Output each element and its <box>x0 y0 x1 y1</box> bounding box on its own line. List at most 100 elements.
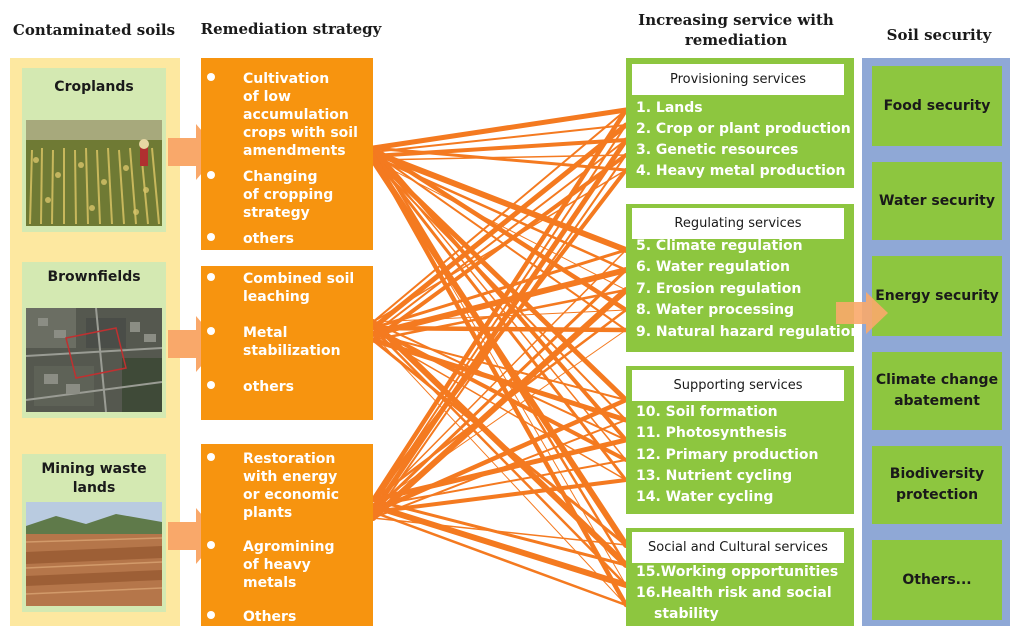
connection-line <box>370 337 629 423</box>
service-item: 1. Lands <box>636 100 703 116</box>
bullet-icon <box>207 541 215 549</box>
bullet-icon <box>207 381 215 389</box>
strategy-line: strategy <box>243 205 310 221</box>
strategy-text: Agromining of heavy metals <box>243 538 369 592</box>
strategy-line: of heavy <box>243 557 311 573</box>
bullet-icon <box>207 273 215 281</box>
header-soil-security: Soil security <box>886 26 992 44</box>
cropland-photo <box>26 120 162 226</box>
connection-line <box>372 333 627 401</box>
security-label: Water security <box>879 191 995 212</box>
connection-line <box>372 419 627 519</box>
security-label: Climate change abatement <box>876 370 998 412</box>
strategy-line: others <box>243 379 295 395</box>
connection-line <box>372 151 627 461</box>
service-title: Regulating services <box>632 208 844 239</box>
strategy-line: plants <box>243 505 293 521</box>
connection-line <box>371 146 628 567</box>
strategy-line: Restoration <box>243 451 336 467</box>
bullet-icon <box>207 327 215 335</box>
strategy-line: of low <box>243 89 291 105</box>
connection-line <box>372 154 627 519</box>
connection-line <box>370 149 629 253</box>
strategy-text: Cultivation of low accumulation crops wi… <box>243 70 369 160</box>
strategy-line: accumulation <box>243 107 349 123</box>
strategy-line: Others <box>243 609 297 625</box>
strategy-box-croplands: Cultivation of low accumulation crops wi… <box>201 58 373 250</box>
security-box-food: Food security <box>872 66 1002 146</box>
connection-line <box>370 157 629 548</box>
strategy-line: Combined soil <box>243 271 355 287</box>
connection-line <box>370 397 629 515</box>
strategy-line: or economic <box>243 487 340 503</box>
connection-line <box>370 153 629 608</box>
security-label: Others... <box>902 570 971 591</box>
soil-label-mining-waste-lands: Mining waste lands <box>22 460 166 498</box>
security-box-others: Others... <box>872 540 1002 620</box>
connection-line <box>372 139 627 335</box>
aerial-photo <box>26 308 162 412</box>
bullet-icon <box>207 453 215 461</box>
connection-line <box>371 146 628 172</box>
service-item: 13. Nutrient cycling <box>636 468 793 484</box>
connection-line <box>371 338 628 547</box>
mining-photo <box>26 502 162 606</box>
connection-line <box>372 159 627 291</box>
connection-line <box>371 154 628 272</box>
strategy-line: with energy <box>243 469 338 485</box>
strategy-box-brownfields: Combined soil leaching Metal stabilizati… <box>201 266 373 420</box>
service-item: 2. Crop or plant production <box>636 121 851 137</box>
connection-line <box>372 154 627 161</box>
connection-line <box>371 510 628 607</box>
soil-label-croplands: Croplands <box>54 79 134 95</box>
strategy-line: leaching <box>243 289 310 305</box>
service-item: 11. Photosynthesis <box>636 425 787 441</box>
bullet-icon <box>207 73 215 81</box>
connection-line <box>372 517 627 546</box>
connection-line <box>371 154 628 482</box>
strategy-line: amendments <box>243 143 346 159</box>
security-box-water: Water security <box>872 162 1002 240</box>
strategy-line: metals <box>243 575 297 591</box>
connection-line <box>372 124 627 153</box>
connection-line <box>372 169 627 323</box>
connection-line <box>371 288 628 342</box>
soil-box-brownfields: Brownfields <box>22 262 166 418</box>
connection-line <box>372 333 627 481</box>
soil-label-mining-line1: Mining waste <box>41 461 147 477</box>
bullet-icon <box>207 171 215 179</box>
service-box-supporting: Supporting services 10. Soil formation 1… <box>626 366 854 514</box>
strategy-line: of cropping <box>243 187 334 203</box>
service-item: 6. Water regulation <box>636 259 790 275</box>
connection-line <box>370 107 629 503</box>
header-remediation-strategy: Remediation strategy <box>200 20 382 38</box>
connection-line <box>372 151 627 331</box>
header-increasing-service: Increasing service with remediation <box>636 10 836 50</box>
connection-line <box>370 122 629 331</box>
service-item: 8. Water processing <box>636 302 795 318</box>
connection-line <box>370 267 629 337</box>
connection-line <box>372 124 627 507</box>
service-item: 7. Erosion regulation <box>636 281 802 297</box>
service-box-regulating: Regulating services 5. Climate regulatio… <box>626 204 860 352</box>
connection-line <box>371 168 628 502</box>
strategy-text: others <box>243 378 369 396</box>
connection-line <box>372 151 627 586</box>
service-box-social-cultural: Social and Cultural services 15.Working … <box>626 528 854 626</box>
connection-line <box>371 498 628 567</box>
connection-line <box>372 249 627 507</box>
connection-line <box>371 308 628 502</box>
service-item: 3. Genetic resources <box>636 142 799 158</box>
connection-line <box>371 138 628 158</box>
connection-line <box>370 107 629 151</box>
security-line: abatement <box>894 393 980 409</box>
strategy-box-mining: Restoration with energy or economic plan… <box>201 444 373 626</box>
strategy-line: Agromining <box>243 539 335 555</box>
soil-label-mining-line2: lands <box>72 480 116 496</box>
connection-line <box>370 137 629 515</box>
connection-line <box>372 329 627 507</box>
security-line: Climate change <box>875 372 999 388</box>
strategy-line: Cultivation <box>243 71 330 87</box>
strategy-text: Others <box>243 608 369 626</box>
soil-security-column <box>862 58 1010 626</box>
